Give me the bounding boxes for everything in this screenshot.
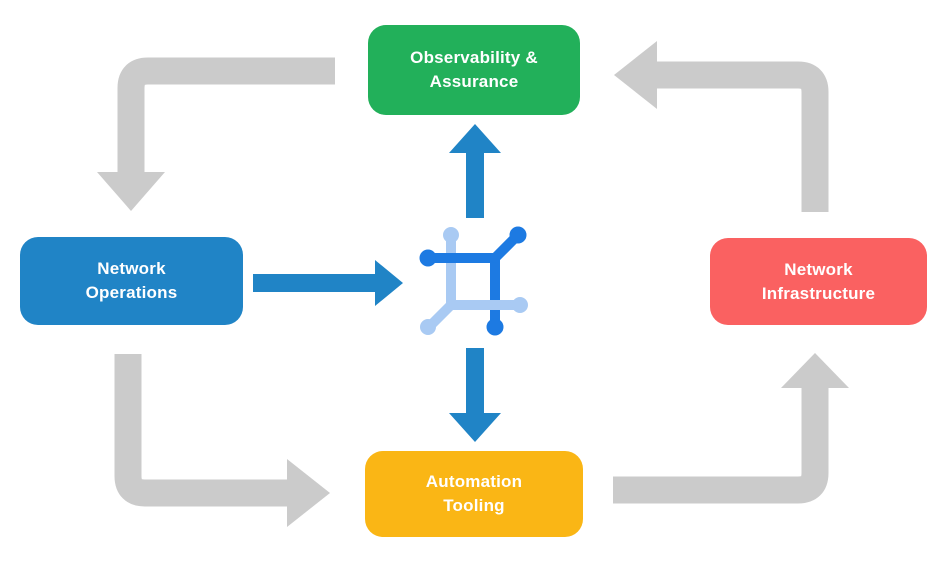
arrow-operations-to-automation [114,354,330,527]
node-label-line: Network [784,259,853,279]
arrow-center-to-observability [449,124,501,218]
node-network-infrastructure: Network Infrastructure [710,238,927,325]
node-label-line: Infrastructure [761,283,876,303]
node-label-line: Observability & [410,48,538,67]
node-network-operations: Network Operations [20,237,243,325]
node-observability-assurance: Observability & Assurance [368,25,580,115]
network-mesh-icon-dark-part [419,226,527,336]
arrow-automation-to-infrastructure [613,353,849,504]
arrow-observability-to-operations [97,57,335,211]
network-mesh-icon [419,226,528,336]
node-label-line: Operations [85,283,178,302]
node-label-line: Network [97,259,166,278]
arrow-infrastructure-to-observability [614,41,829,212]
gray-arrows [97,41,849,527]
blue-arrows [253,124,501,442]
node-label-line: Tooling [443,496,505,515]
node-label-line: Automation [425,472,523,491]
node-label-line: Assurance [429,72,519,91]
arrow-operations-to-center [253,260,403,306]
node-automation-tooling: Automation Tooling [365,451,583,537]
arrow-center-to-automation [449,348,501,442]
